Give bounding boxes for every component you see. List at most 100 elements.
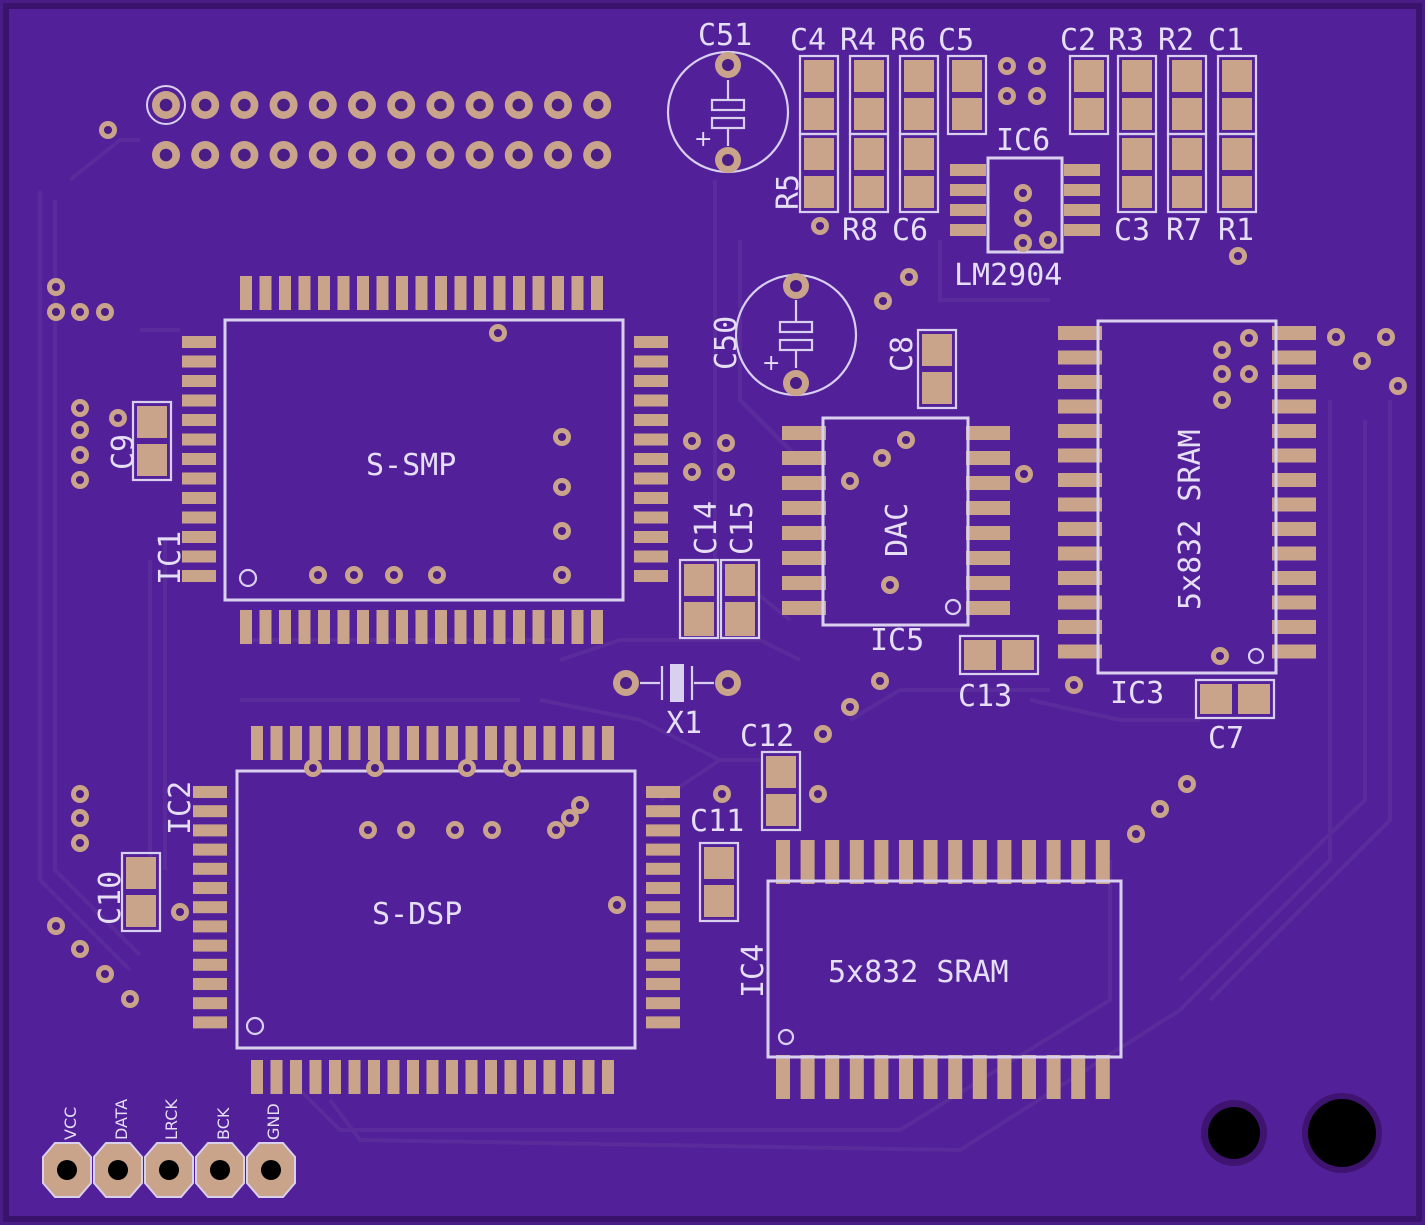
ic1-pin xyxy=(591,276,603,310)
ic2-pin xyxy=(524,1060,536,1094)
ic6-pin xyxy=(1064,224,1100,236)
ic3-pin xyxy=(1272,375,1316,389)
ic2-pin xyxy=(193,939,227,952)
ic3-pin xyxy=(1272,399,1316,414)
ic4-sram: 5x832 SRAM IC4 xyxy=(736,840,1123,1099)
smd-pad xyxy=(952,60,982,92)
ic6-pin xyxy=(1064,204,1100,216)
ic1-pin xyxy=(513,610,525,644)
ic3-sram: 5x832 SRAM IC3 xyxy=(1058,319,1316,711)
smd-pad xyxy=(1122,138,1152,170)
passive-label: C3 xyxy=(1114,213,1150,248)
ic1-pin xyxy=(182,531,216,543)
ic4-pin xyxy=(997,840,1012,884)
ic2-pin xyxy=(329,726,341,760)
ic2-pin xyxy=(193,805,227,818)
ic2-pin xyxy=(193,843,227,856)
ic2-pin xyxy=(387,726,400,760)
ic4-name: 5x832 SRAM xyxy=(828,955,1009,990)
ic5-pin xyxy=(782,551,826,565)
ic1-pin xyxy=(552,610,564,644)
ic2-pin xyxy=(193,882,227,894)
c8-label: C8 xyxy=(885,336,920,372)
ic2-pin xyxy=(646,882,680,894)
c15-label: C15 xyxy=(725,501,760,555)
smd-pad xyxy=(1238,684,1270,714)
ic1-pin xyxy=(634,355,668,368)
capacitor-c10 xyxy=(120,851,162,933)
ic1-pin xyxy=(571,276,584,310)
ic4-pin xyxy=(825,840,840,884)
ic4-pin xyxy=(948,840,963,884)
ic4-pin xyxy=(849,840,864,884)
ic2-pin xyxy=(407,726,419,760)
ic3-pin xyxy=(1058,595,1102,610)
passive-label: C4 xyxy=(790,23,826,58)
c7-label: C7 xyxy=(1208,721,1244,756)
passive-lower xyxy=(798,132,840,214)
ic1-pin xyxy=(182,394,216,407)
ic1-pin xyxy=(337,276,350,310)
ic2-pin xyxy=(193,1016,227,1029)
ic2-pin xyxy=(309,1060,322,1094)
capacitor-c50: + C50 xyxy=(709,273,858,397)
ic2-pin xyxy=(193,958,227,971)
ic1-pin xyxy=(532,610,545,644)
smd-pad xyxy=(922,334,952,366)
ic4-pin xyxy=(972,1055,987,1099)
ic1-pin xyxy=(376,276,389,310)
ic5-pin xyxy=(966,601,1010,615)
ic5-pin xyxy=(966,576,1010,590)
header-pin1-marker xyxy=(146,85,186,125)
ic5-pin xyxy=(966,451,1010,465)
passive-lower xyxy=(1216,132,1258,214)
ic2-pin xyxy=(193,862,227,875)
smd-pad xyxy=(804,138,834,170)
ic1-pin xyxy=(552,276,564,310)
ic5-pin xyxy=(782,426,826,440)
ic2-pin xyxy=(563,1060,575,1094)
ic2-pin xyxy=(646,1016,680,1029)
ic1-pin xyxy=(240,276,252,310)
ic5-pin xyxy=(782,476,826,490)
passive-lower xyxy=(1116,132,1158,214)
passive-c4 xyxy=(798,54,840,136)
passive-r6 xyxy=(898,54,940,136)
smd-pad xyxy=(904,138,934,170)
ic2-pin xyxy=(524,726,536,760)
ic4-pin xyxy=(1022,840,1036,884)
ic1-pin xyxy=(415,276,428,310)
ic2-pin xyxy=(485,726,497,760)
ic2-pin xyxy=(646,805,680,818)
ic1-pin xyxy=(182,433,216,446)
ic1-pin xyxy=(182,492,216,504)
ic2-pin xyxy=(270,1060,283,1094)
passive-label: R7 xyxy=(1166,213,1202,248)
ic2-pin xyxy=(602,726,614,760)
ic3-pin xyxy=(1058,424,1102,438)
ic1-pin xyxy=(634,453,668,465)
ic5-pin xyxy=(966,551,1010,565)
ic1-pin xyxy=(182,336,216,348)
passive-lower xyxy=(848,132,890,214)
c13-label: C13 xyxy=(958,679,1012,714)
smd-pad xyxy=(766,794,796,826)
ic1-pin xyxy=(182,472,216,485)
c12-label: C12 xyxy=(740,719,794,754)
header-row-top xyxy=(152,91,612,119)
smd-pad xyxy=(1172,138,1202,170)
ic2-pin xyxy=(309,726,322,760)
ic2-pin xyxy=(646,824,680,837)
ic3-pin xyxy=(1272,473,1316,487)
passive-label: R3 xyxy=(1108,23,1144,58)
ic1-pin xyxy=(591,610,603,644)
ic2-pin xyxy=(193,997,227,1010)
passive-c5 xyxy=(946,54,988,136)
ic3-name: 5x832 SRAM xyxy=(1173,429,1208,610)
ic5-pin xyxy=(782,501,826,515)
smd-pad xyxy=(1074,60,1104,92)
ic2-name: S-DSP xyxy=(372,897,462,932)
capacitor-c7 xyxy=(1194,678,1276,720)
ic3-pin xyxy=(1058,375,1102,389)
smd-pad xyxy=(137,444,167,476)
